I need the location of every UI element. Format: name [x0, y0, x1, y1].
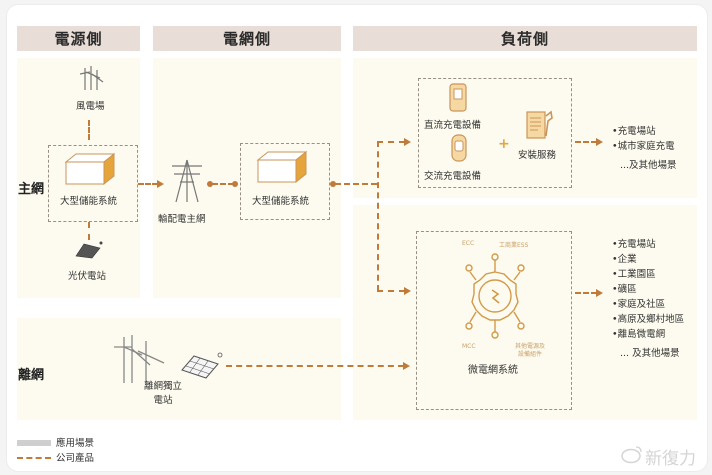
- charging-scenarios-list: •充電場站 •城市家庭充電 ...及其他場景: [612, 124, 677, 173]
- connector-offgrid-microgrid: [226, 365, 404, 367]
- panel-grid-main: [153, 58, 341, 298]
- microgrid-label-mcc: MCC: [462, 343, 476, 350]
- legend-product-label: 公司產品: [56, 453, 95, 464]
- microgrid-box: [416, 231, 572, 410]
- offgrid-solar-panel-icon: [181, 352, 223, 379]
- arrow-head: [596, 289, 603, 297]
- connector-tower-storage: [212, 183, 234, 185]
- source-storage-label: 大型儲能系統: [60, 196, 118, 207]
- installation-service-icon: [526, 110, 553, 139]
- offgrid-station-line2: 電站: [153, 395, 173, 406]
- solar-panel-icon: [75, 241, 103, 259]
- connector-grid-branch: [335, 183, 377, 185]
- connector-charging-scenarios: [575, 141, 597, 143]
- panel-offgrid: [17, 318, 341, 420]
- scenario-item: •充電場站: [612, 126, 656, 137]
- source-storage-box: [48, 145, 138, 222]
- row-label-off-grid: 離網: [18, 368, 45, 383]
- transmission-tower-icon: [172, 159, 202, 203]
- weibo-logo-icon: [621, 446, 642, 464]
- wind-turbine-icon: [79, 66, 104, 90]
- panel-load-charging: [353, 58, 697, 198]
- scenario-more: ... 及其他場景: [620, 348, 680, 359]
- pv-station-label: 光伏電站: [68, 271, 107, 282]
- battery-container-icon: [64, 152, 116, 186]
- offgrid-wind-turbines-icon: [114, 335, 165, 383]
- charging-box: [418, 78, 572, 188]
- connector-to-microgrid: [377, 290, 405, 292]
- ac-charger-label: 交流充電設備: [424, 171, 482, 182]
- microgrid-gear-icon: [465, 253, 525, 339]
- offgrid-station-line1: 離網獨立: [144, 381, 183, 392]
- plus-sign: +: [498, 136, 510, 152]
- scenario-item: •工業園區: [612, 269, 656, 280]
- scenario-item: •企業: [612, 254, 637, 265]
- header-grid-side: 電網側: [153, 26, 341, 51]
- legend-scenario-swatch: [17, 440, 51, 446]
- scenario-item: •充電場站: [612, 239, 656, 250]
- wind-farm-label: 風電場: [76, 101, 105, 112]
- microgrid-title: 微電網系統: [468, 365, 518, 376]
- connector-branch-vertical: [377, 141, 379, 291]
- watermark-text: 新復力: [645, 449, 696, 469]
- microgrid-label-other2: 設備組件: [518, 351, 543, 358]
- arrow-head: [404, 138, 411, 146]
- connector-dot: [330, 181, 336, 187]
- scenario-item: •家庭及社區: [612, 299, 666, 310]
- microgrid-label-ecc: ECC: [462, 240, 475, 247]
- panel-load-microgrid: [353, 205, 697, 420]
- microgrid-label-ess: 工商業ESS: [499, 242, 529, 249]
- scenario-item: •城市家庭充電: [612, 141, 675, 152]
- header-load-side: 負荷側: [353, 26, 697, 51]
- grid-storage-box: [240, 143, 330, 220]
- grid-storage-label: 大型儲能系統: [252, 196, 310, 207]
- scenario-item: •高原及鄉村地區: [612, 314, 685, 325]
- arrow-head: [403, 362, 410, 370]
- header-source-side: 電源側: [17, 26, 140, 51]
- arrow-head: [596, 138, 603, 146]
- connector-microgrid-scenarios: [575, 292, 597, 294]
- microgrid-label-other: 其他電源及: [515, 343, 546, 350]
- offgrid-station-label: 離網獨立 電站: [144, 378, 182, 406]
- row-label-main-grid: 主網: [18, 182, 45, 197]
- scenario-item: •礦區: [612, 284, 637, 295]
- connector-source-grid: [138, 183, 158, 185]
- arrow-head: [404, 287, 411, 295]
- connector-pv-storage: [88, 222, 90, 240]
- install-service-label: 安裝服務: [518, 150, 557, 161]
- connector-dot: [232, 181, 238, 187]
- ac-charger-icon: [451, 134, 467, 162]
- connector-dot: [207, 181, 213, 187]
- arrow-head: [157, 180, 164, 188]
- dc-charger-label: 直流充電設備: [424, 120, 482, 131]
- microgrid-scenarios-list: •充電場站 •企業 •工業園區 •礦區 •家庭及社區 •高原及鄉村地區 •離島微…: [612, 237, 684, 361]
- battery-container-icon: [256, 150, 308, 184]
- connector-to-charging: [377, 141, 405, 143]
- legend-scenario-label: 應用場景: [56, 438, 95, 449]
- transmission-grid-label: 輸配電主網: [158, 214, 206, 225]
- scenario-more: ...及其他場景: [620, 160, 677, 171]
- legend-product-line: [17, 457, 51, 459]
- connector-wind-storage: [88, 120, 90, 140]
- scenario-item: •離島微電網: [612, 329, 666, 340]
- dc-charger-icon: [449, 83, 467, 112]
